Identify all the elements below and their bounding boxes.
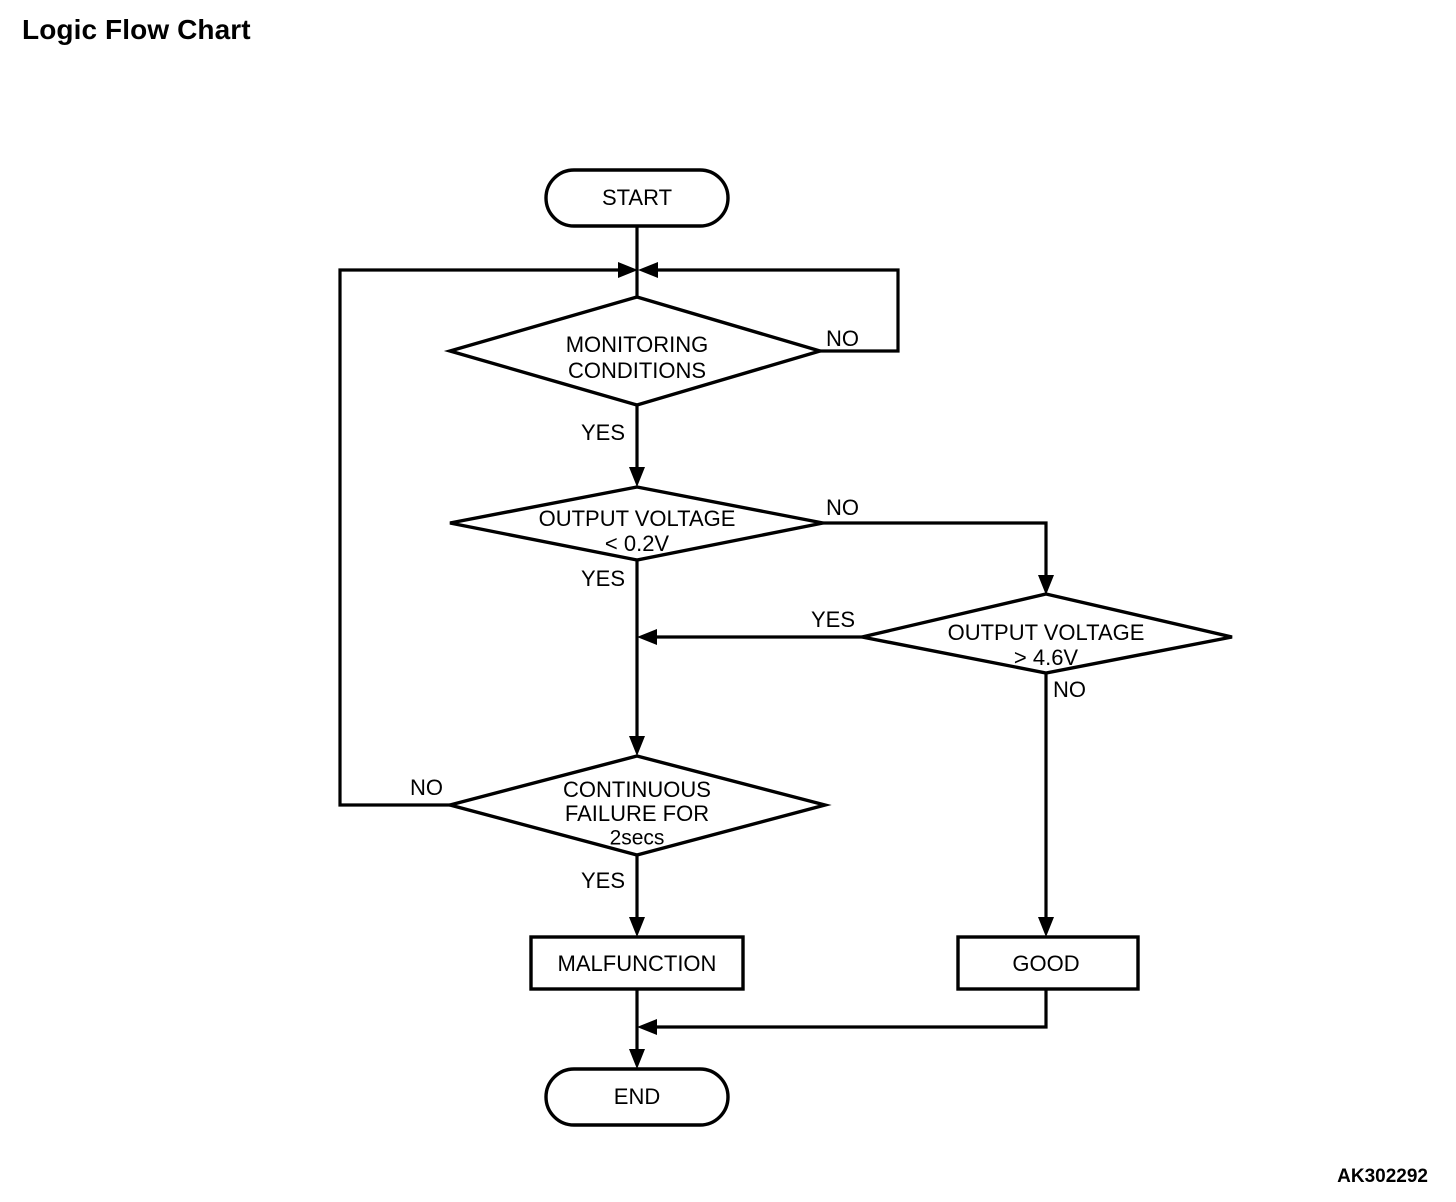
node-decision-continuous-failure-line3: 2secs (610, 827, 665, 850)
edge-d1-yes-to-d2 (629, 405, 645, 487)
edge-d2-no-to-d3 (823, 521, 1054, 595)
node-end-label: END (614, 1084, 660, 1109)
branch-label-d2-no: NO (826, 495, 859, 520)
branch-label-d2-yes: YES (581, 566, 625, 591)
page-title: Logic Flow Chart (22, 14, 251, 45)
figure-code: AK302292 (1337, 1166, 1428, 1187)
edge-d1-no-loop (638, 262, 900, 353)
edge-good-to-end (637, 989, 1048, 1035)
branch-label-d3-yes: YES (811, 607, 855, 632)
node-malfunction[interactable]: MALFUNCTION (529, 935, 745, 991)
node-decision-continuous-failure-line1: CONTINUOUS (563, 777, 711, 802)
node-good-label: GOOD (1012, 951, 1079, 976)
node-decision-continuous-failure[interactable]: CONTINUOUS FAILURE FOR 2secs (443, 754, 832, 857)
node-decision-output-voltage-low-line1: OUTPUT VOLTAGE (539, 506, 736, 531)
node-good[interactable]: GOOD (956, 935, 1140, 991)
node-decision-output-voltage-low-line2: < 0.2V (605, 531, 670, 556)
node-end[interactable]: END (544, 1067, 730, 1127)
edge-d4-yes-to-malfunction (629, 855, 645, 937)
edge-malfunction-to-end (629, 989, 645, 1069)
branch-label-d1-no: NO (826, 326, 859, 351)
node-start-label: START (602, 185, 672, 210)
node-decision-output-voltage-high-line1: OUTPUT VOLTAGE (948, 620, 1145, 645)
edge-d4-no-loop (338, 262, 638, 807)
branch-label-d4-yes: YES (581, 868, 625, 893)
edge-d3-no-to-good (1038, 673, 1054, 937)
edge-d3-yes-to-main (637, 629, 862, 645)
branch-label-d4-no: NO (410, 775, 443, 800)
edge-d2-yes-to-d4 (629, 560, 645, 756)
node-decision-continuous-failure-line2: FAILURE FOR (565, 801, 709, 826)
node-decision-monitoring-conditions-line2: CONDITIONS (568, 358, 706, 383)
branch-label-d1-yes: YES (581, 420, 625, 445)
node-start[interactable]: START (544, 168, 730, 228)
node-decision-monitoring-conditions-line1: MONITORING (566, 332, 709, 357)
node-malfunction-label: MALFUNCTION (558, 951, 717, 976)
node-decision-output-voltage-high-line2: > 4.6V (1014, 645, 1079, 670)
node-decision-output-voltage-high[interactable]: OUTPUT VOLTAGE > 4.6V (861, 592, 1233, 675)
node-decision-monitoring-conditions[interactable]: MONITORING CONDITIONS (443, 295, 827, 407)
branch-label-d3-no: NO (1053, 677, 1086, 702)
node-decision-output-voltage-low[interactable]: OUTPUT VOLTAGE < 0.2V (449, 485, 824, 562)
